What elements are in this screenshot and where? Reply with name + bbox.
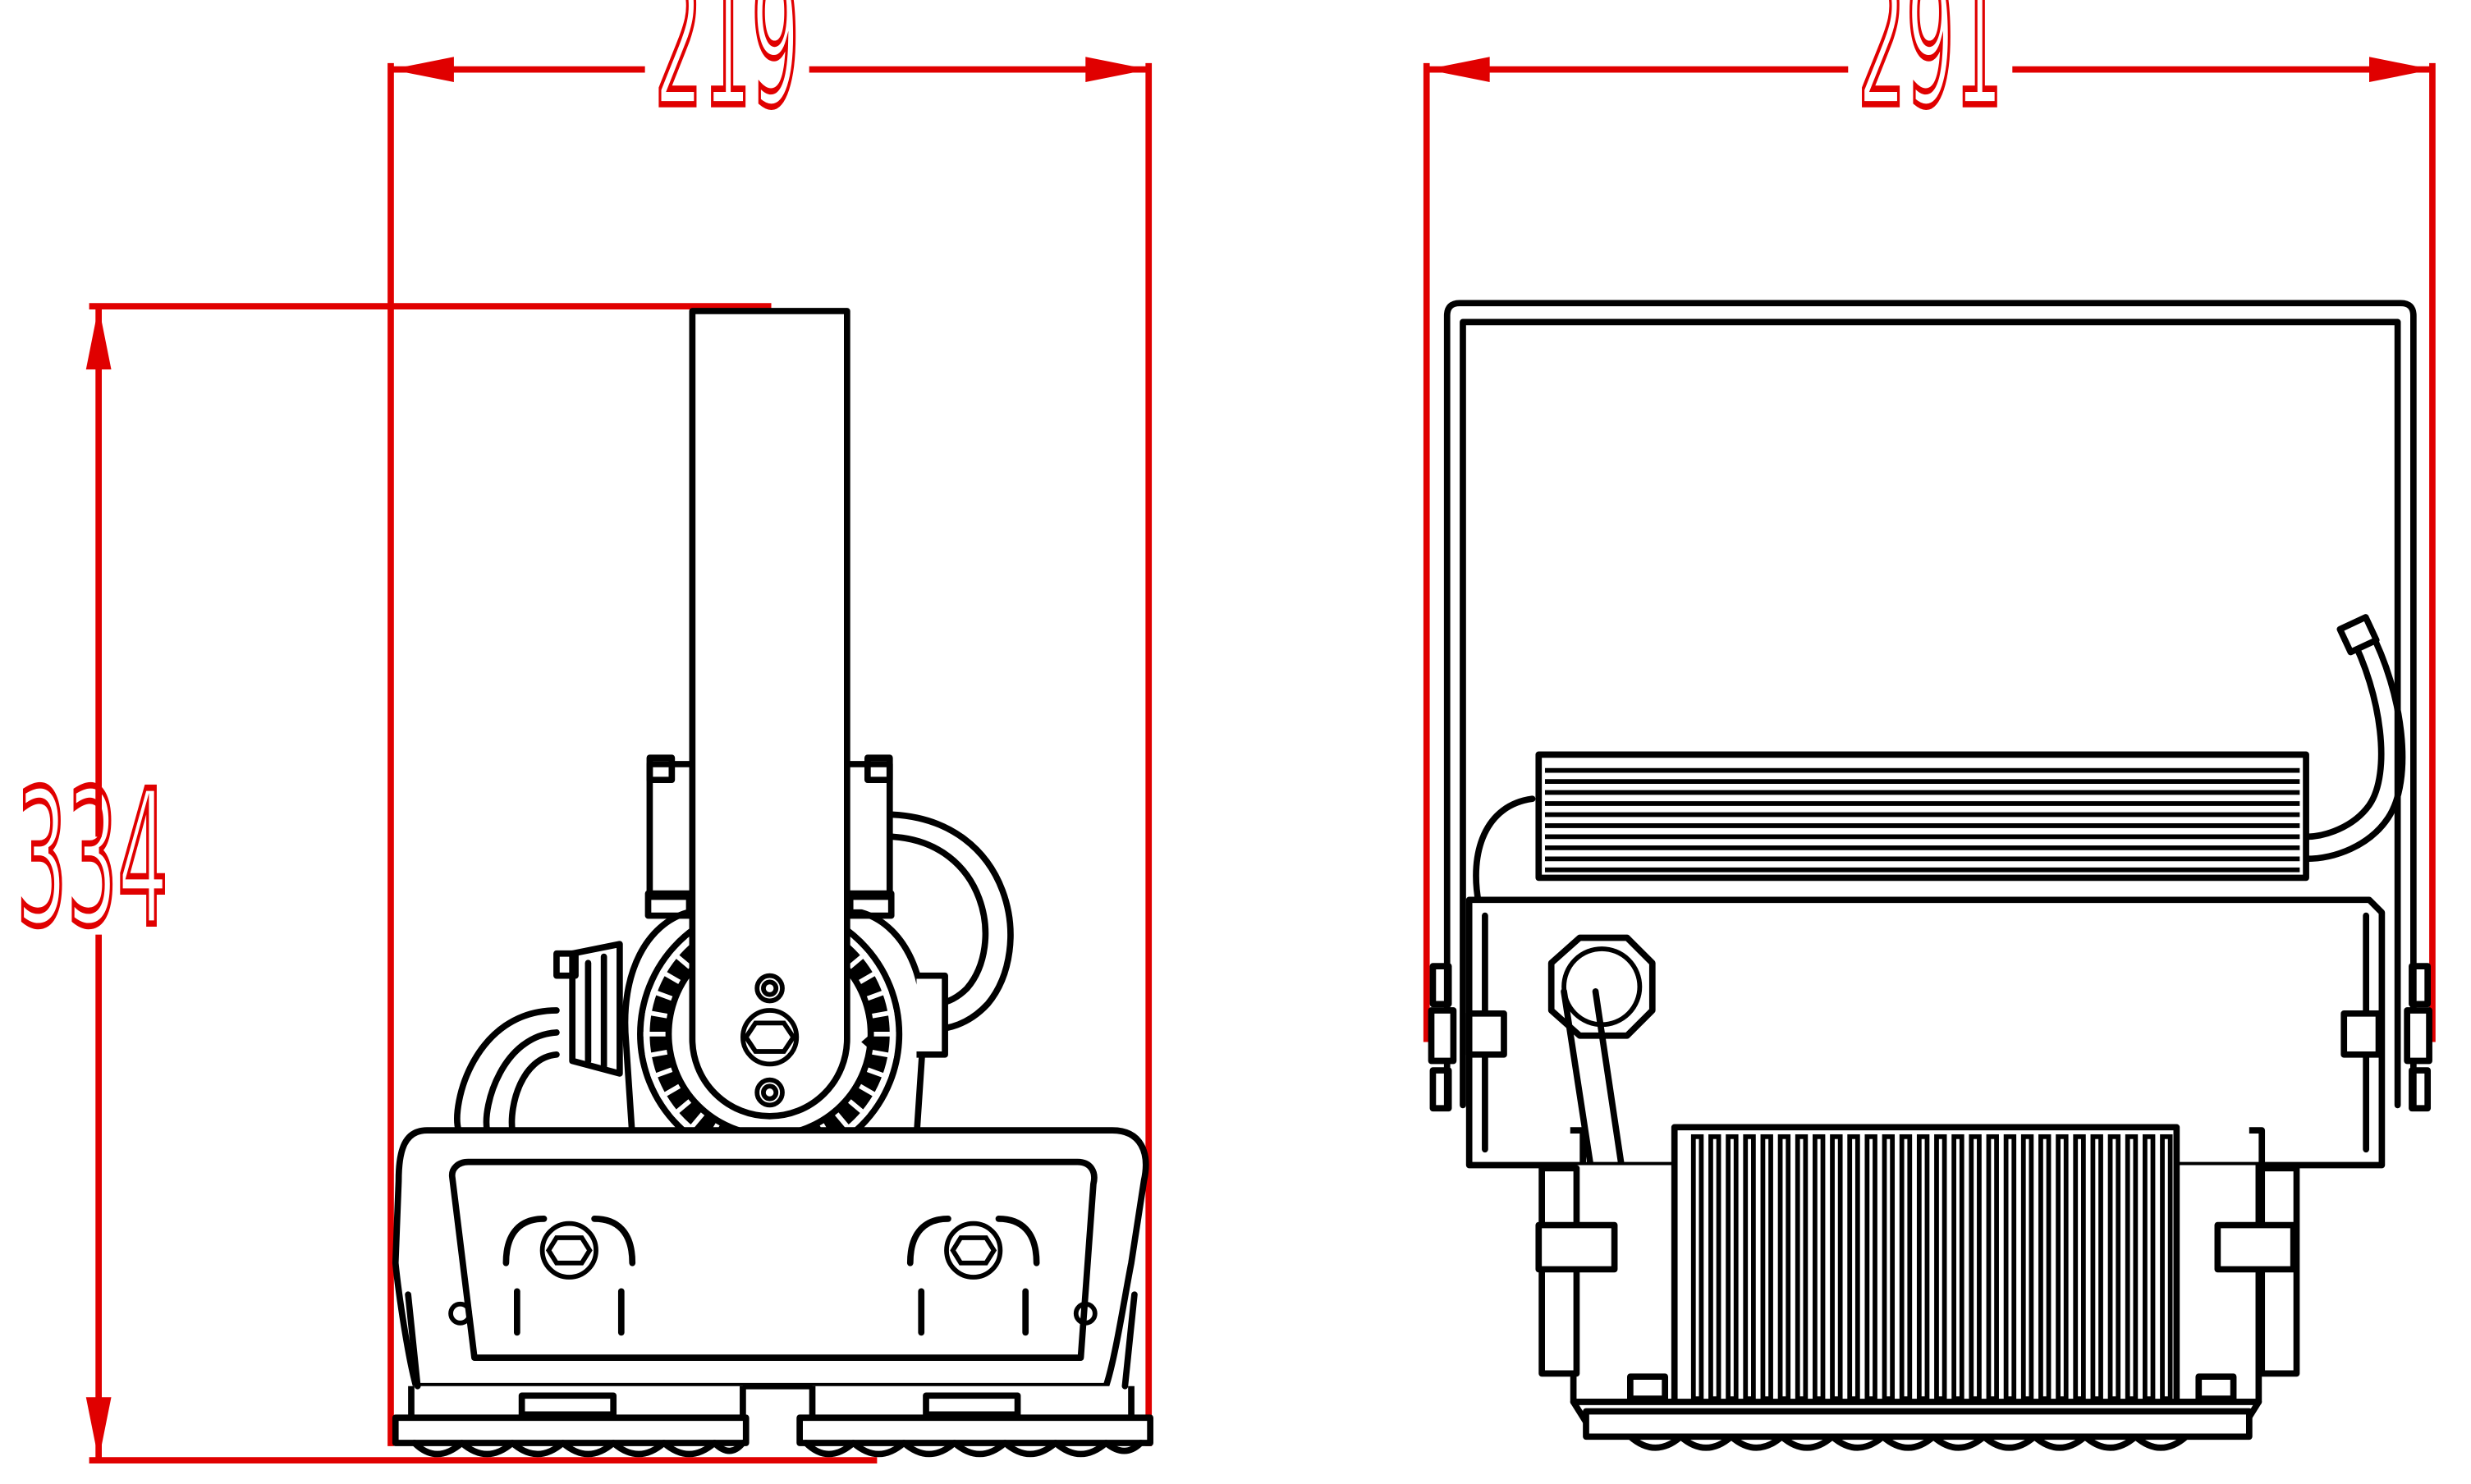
scale-tick <box>658 969 681 984</box>
dimension-width-front: 291 <box>1423 0 2436 1042</box>
pole-bolt-bottom <box>754 1077 785 1108</box>
u-bracket <box>1443 300 2417 1109</box>
arrowhead-left <box>1426 57 1490 83</box>
scale-tick <box>859 969 881 984</box>
arrowhead-left <box>390 57 454 83</box>
dimension-label-334: 334 <box>16 750 168 968</box>
dimension-label-291: 291 <box>1858 0 2003 149</box>
lamp-module-right <box>796 1386 1153 1458</box>
scale-tick <box>658 1083 681 1100</box>
connector-left <box>569 941 623 1077</box>
cable-connector <box>2336 614 2380 656</box>
lower-nut-right <box>2214 1221 2297 1273</box>
pole-center-bolt <box>740 1008 800 1067</box>
cable-gland <box>1547 934 1656 1039</box>
bracket-nut-right <box>2404 1007 2432 1065</box>
mounting-pole <box>689 308 850 1120</box>
scale-tick <box>872 1010 895 1019</box>
lamp-module-left <box>392 1386 750 1458</box>
scale-tick <box>847 950 869 969</box>
lower-nut-left <box>1535 1221 1618 1273</box>
adjuster-right <box>906 1216 1040 1336</box>
scale-tick <box>644 1050 668 1059</box>
scale-tick <box>650 1067 673 1080</box>
arrowhead-bottom <box>85 1397 112 1461</box>
power-cable <box>2303 631 2385 840</box>
arrowhead-right <box>1085 57 1149 83</box>
front-view <box>1428 300 2432 1451</box>
adjuster-left <box>502 1216 636 1336</box>
scale-tick <box>859 1083 881 1100</box>
scale-tick <box>671 1099 692 1117</box>
dimension-width-side: 219 <box>387 0 1153 1446</box>
cable-left <box>454 1007 560 1134</box>
scale-tick <box>866 988 890 1001</box>
arrowhead-top <box>85 306 112 370</box>
arrowhead-right <box>2369 57 2432 83</box>
scale-tick <box>866 1067 890 1080</box>
scale-tick <box>644 1010 668 1019</box>
led-lens-row <box>1627 1433 2189 1451</box>
scale-tick <box>650 988 673 1001</box>
pole-bolt-top <box>754 973 785 1004</box>
scale-tick <box>847 1099 869 1117</box>
cable-right <box>889 811 1014 1033</box>
scale-tick <box>671 950 692 969</box>
scale-tick <box>872 1050 895 1059</box>
side-view <box>392 308 1153 1458</box>
dimension-height: 334 <box>10 303 878 1463</box>
dimension-label-219: 219 <box>654 0 800 149</box>
bracket-nut-left <box>1428 1007 1457 1065</box>
